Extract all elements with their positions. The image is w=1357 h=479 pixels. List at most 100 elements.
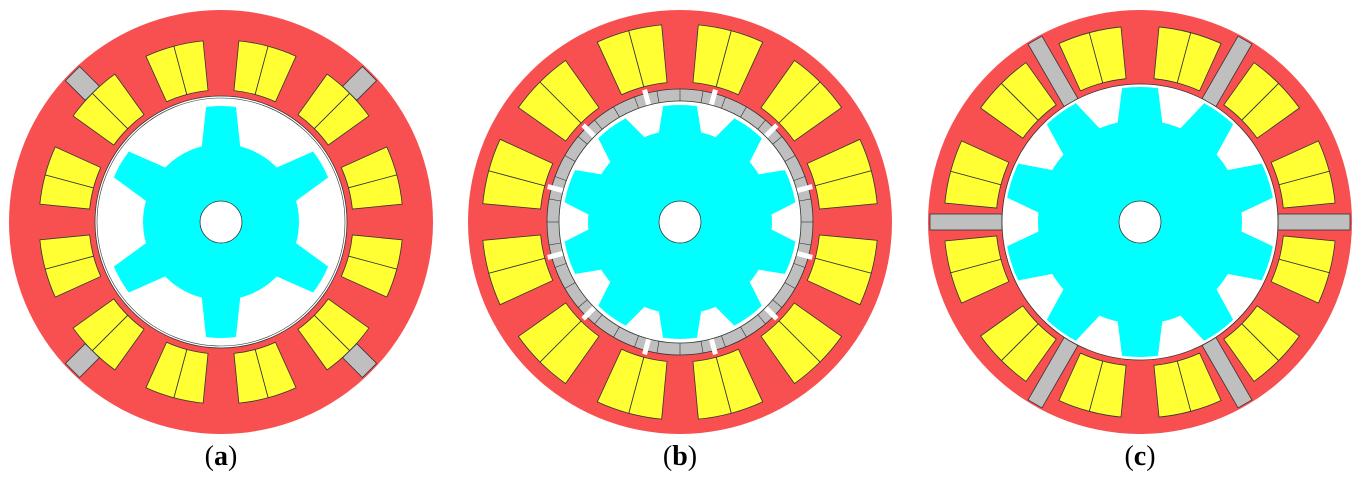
rotor-pole (201, 293, 241, 338)
coil-side (348, 174, 403, 210)
rotor (564, 105, 796, 339)
flux-barrier (64, 343, 100, 379)
coil-side (715, 30, 764, 96)
magnet-segment-line (634, 96, 639, 109)
rotor-pole (712, 278, 762, 326)
flux-barrier (342, 65, 378, 101)
rotor-pole (1117, 87, 1163, 127)
rotor-pole (598, 118, 648, 166)
flux-barrier (1277, 213, 1351, 231)
rotor-pole (754, 227, 796, 274)
ring-notch (796, 250, 813, 260)
magnet-segment-line (793, 176, 806, 181)
magnet-segment-line (721, 96, 726, 109)
coil-side (1241, 82, 1300, 139)
magnet-segment-line (634, 335, 639, 348)
coil-side (254, 45, 297, 103)
rotor-pole (1046, 103, 1103, 159)
shaft-hole (1118, 200, 1162, 244)
magnet-segment-line (784, 155, 796, 162)
magnet-segment-line (554, 263, 567, 268)
magnet-segment-line (548, 242, 561, 246)
ring-notch (796, 184, 813, 194)
panel-b-motor (468, 10, 892, 434)
flux-barrier (342, 343, 378, 379)
coil-side (692, 356, 732, 420)
ring-notch (708, 89, 718, 106)
ring-notch (547, 184, 564, 194)
magnet-segment-line (784, 282, 796, 289)
magnet-segment-line (656, 341, 660, 354)
coil-side (517, 302, 582, 363)
coil-side (1270, 258, 1330, 304)
coil-side (950, 140, 1010, 186)
ring-notch (642, 338, 652, 355)
rotor-pole (113, 151, 170, 204)
ring-notch (708, 338, 718, 355)
coil-side (1088, 26, 1127, 84)
magnet-segment-line (554, 176, 567, 181)
coil-side (39, 234, 94, 270)
coil-side (1223, 323, 1280, 382)
coil-side (814, 170, 878, 210)
rotor-pole (1007, 163, 1057, 215)
rotor-pole (1117, 317, 1163, 357)
magnet-segment-line (656, 90, 660, 103)
coil-side (145, 341, 188, 399)
magnet-segment-line (613, 106, 620, 118)
rotor-pole (1046, 285, 1103, 341)
magnet-segment-line (772, 299, 783, 308)
ring-notch (763, 305, 779, 321)
caption-b: (b) (663, 441, 697, 472)
coil-side (1176, 32, 1222, 92)
coil-side (1278, 170, 1336, 209)
rotor-pole (1177, 285, 1234, 341)
coil-side (628, 24, 668, 88)
rotor-pole (1223, 229, 1273, 281)
panel-c-motor (928, 10, 1352, 434)
rotor-pole (712, 118, 762, 166)
magnet-segment-line (594, 314, 603, 325)
coil-side (778, 81, 843, 142)
rotor-pole (1177, 103, 1234, 159)
coil-side (44, 146, 102, 189)
magnet-segment-line (594, 119, 603, 130)
ring-notch (763, 123, 779, 139)
rotor-pole (564, 227, 606, 274)
coil-side (944, 235, 1002, 274)
flux-barrier (929, 213, 1003, 231)
magnet-segment-line (577, 299, 588, 308)
magnet-segment-line (799, 198, 812, 202)
coil-side (1153, 360, 1192, 418)
flux-barrier (64, 65, 100, 101)
coil-side (539, 59, 600, 124)
rotor-pole (201, 106, 241, 151)
panel-a-motor (9, 10, 433, 434)
shaft-hole (658, 200, 702, 244)
coil-side (488, 138, 554, 187)
magnet-segment-line (793, 263, 806, 268)
rotor-pole (754, 170, 796, 217)
shaft-hole (199, 200, 243, 244)
ring-notch (581, 305, 597, 321)
magnet-segment-line (740, 106, 747, 118)
magnet-segment-line (721, 335, 726, 348)
rotor (1007, 87, 1273, 357)
coil-side (760, 320, 821, 385)
magnet-segment-line (548, 198, 561, 202)
coil-side (980, 305, 1039, 362)
ring-notch (581, 123, 597, 139)
magnet-segment-line (757, 119, 766, 130)
rotor-pole (272, 240, 329, 293)
ring-notch (642, 89, 652, 106)
coil-side (340, 255, 398, 298)
magnet-segment-line (613, 326, 620, 338)
coil-side (482, 234, 546, 274)
magnet-segment-line (564, 155, 576, 162)
magnet-segment-line (740, 326, 747, 338)
magnet-segment-line (757, 314, 766, 325)
rotor-pole (272, 151, 329, 204)
coil-side (806, 257, 872, 306)
coil-side (1058, 352, 1104, 412)
